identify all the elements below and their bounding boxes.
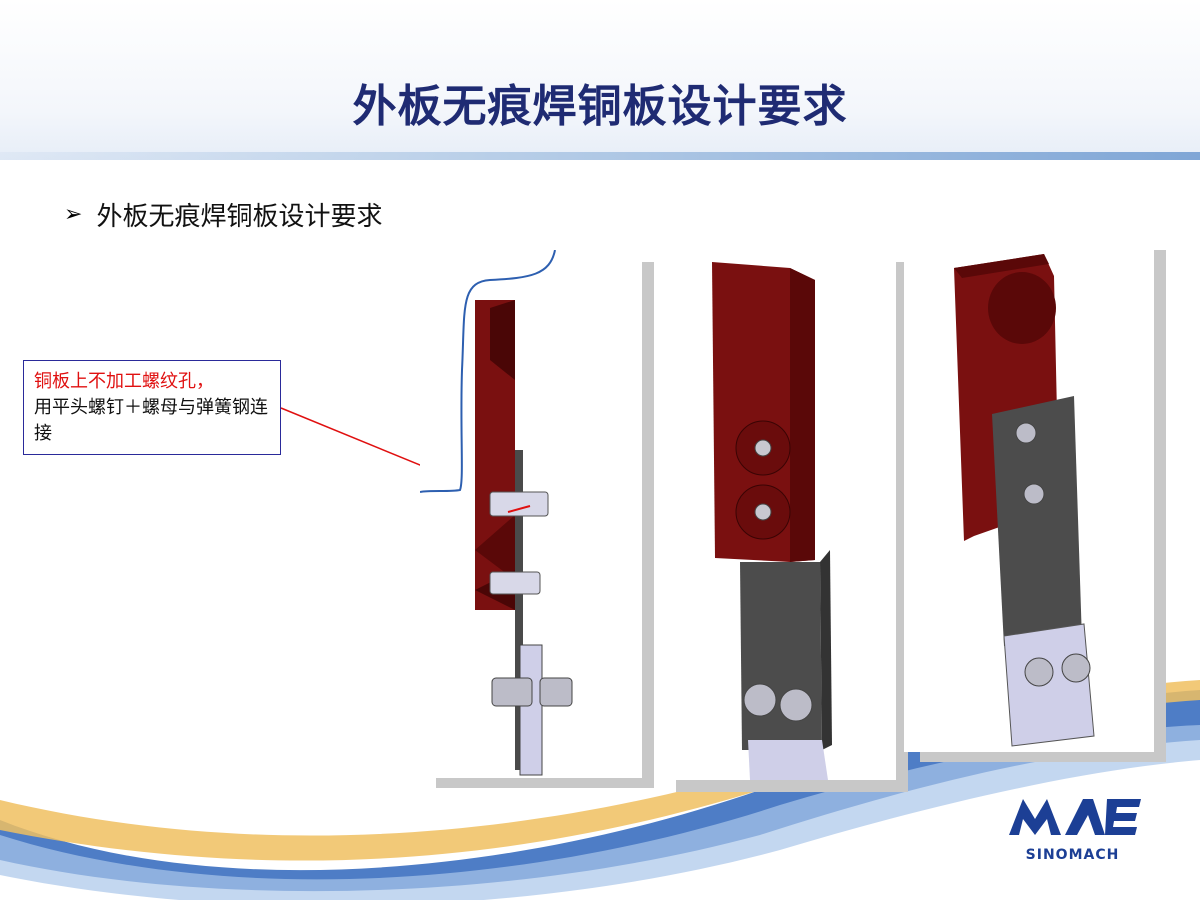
photo-front-view [660, 250, 896, 780]
bullet-text: 外板无痕焊铜板设计要求 [96, 202, 383, 232]
bullet-item: ➢ 外板无痕焊铜板设计要求 [64, 196, 382, 233]
logo-text: SINOMACH [1025, 847, 1120, 863]
slide-title: 外板无痕焊铜板设计要求 [352, 81, 848, 132]
callout-box: 铜板上不加工螺纹孔， 用平头螺钉＋螺母与弹簧钢连接 [23, 360, 281, 455]
photo-side-view [420, 250, 642, 778]
logo-mark-icon [1009, 799, 1141, 835]
header-rule [0, 152, 1200, 160]
sinomach-logo: SINOMACH [995, 795, 1165, 890]
photo-angled-view [904, 246, 1154, 752]
callout-text-black: 用平头螺钉＋螺母与弹簧钢连接 [34, 397, 268, 444]
callout-text-red: 铜板上不加工螺纹孔， [34, 371, 214, 392]
header-band [0, 0, 1200, 160]
bullet-arrow-icon: ➢ [64, 202, 83, 227]
